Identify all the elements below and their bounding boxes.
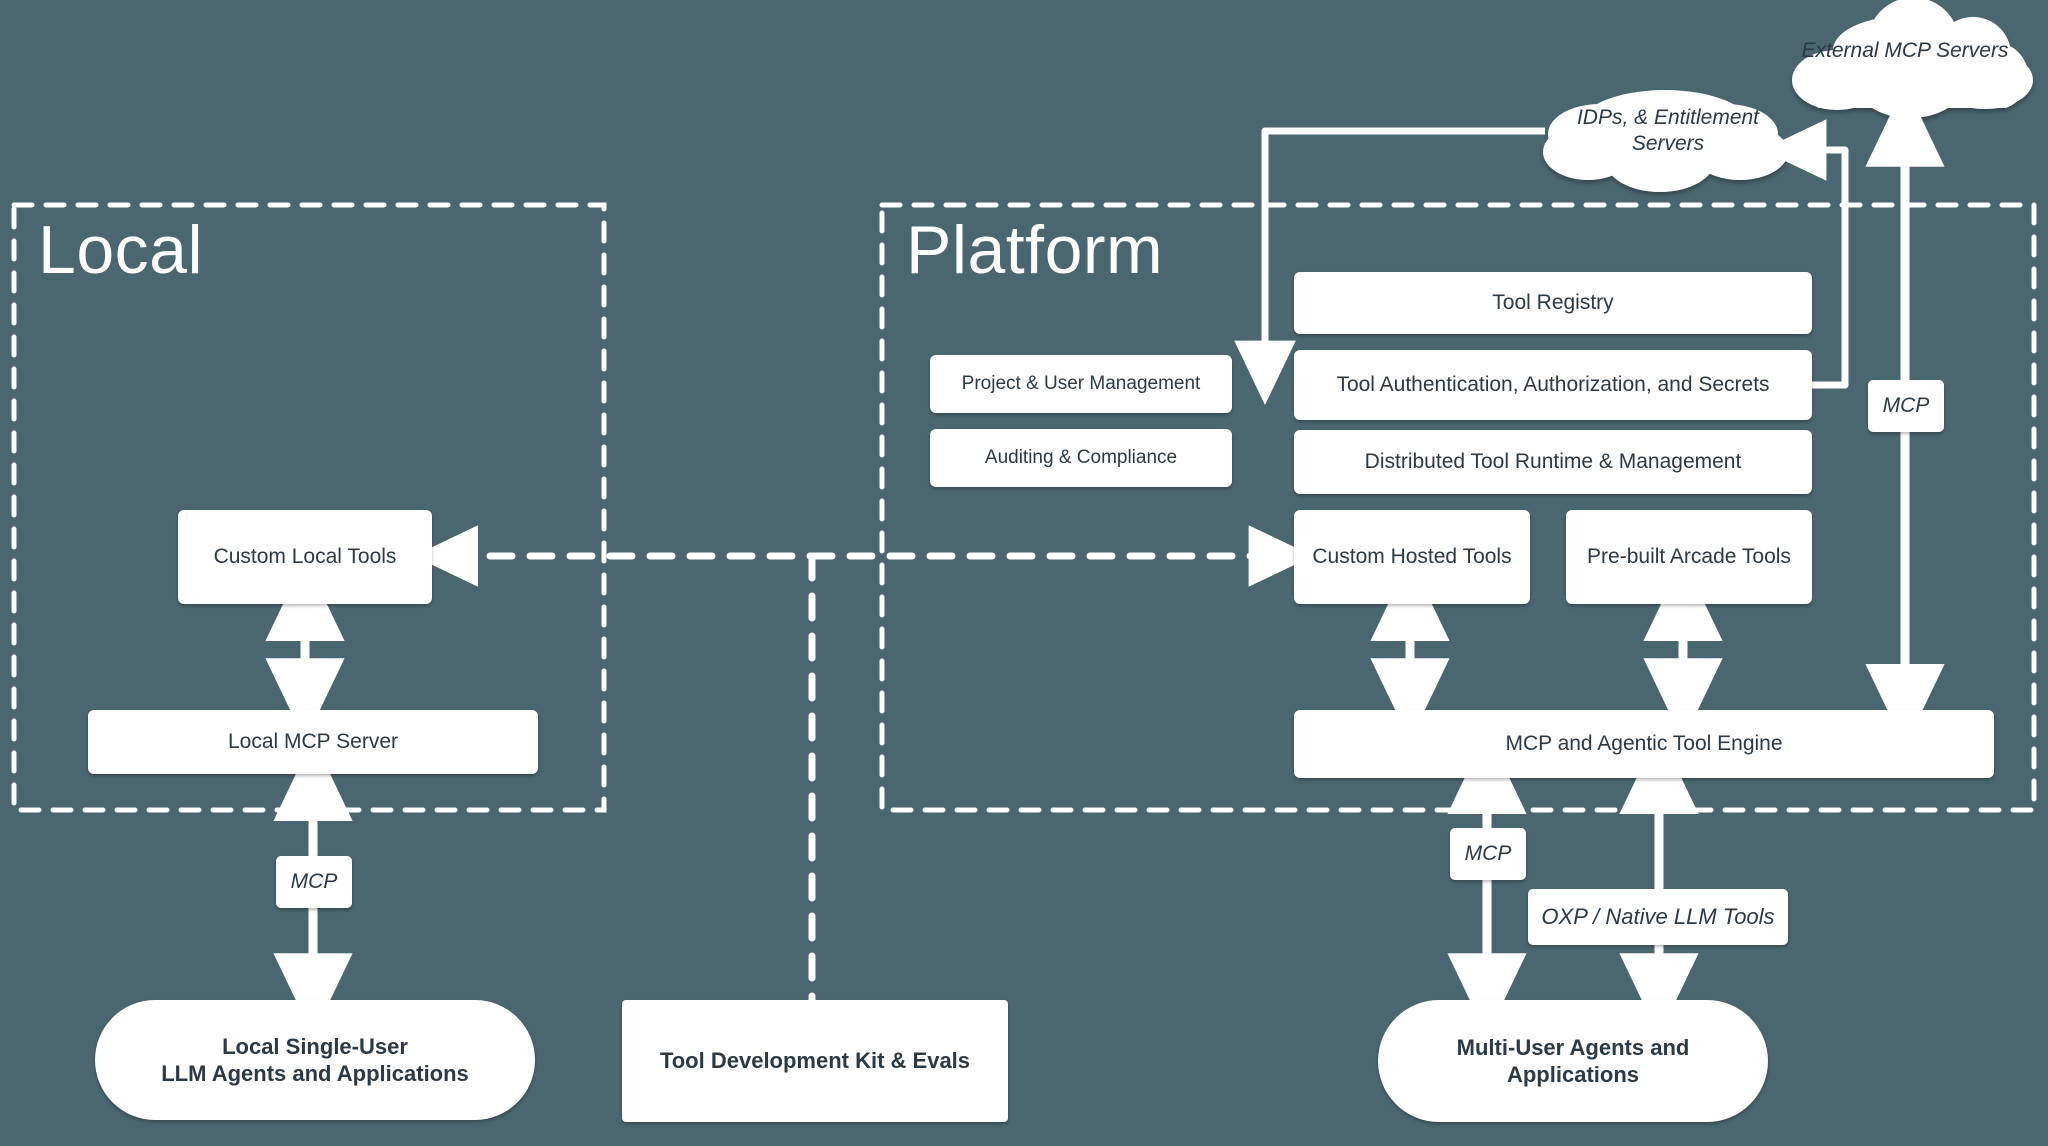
local-agents-line1: Local Single-User bbox=[222, 1033, 408, 1059]
idps-to-project-user-connector bbox=[1234, 127, 1545, 406]
idps-entitlement-servers-cloud bbox=[1543, 90, 1788, 192]
external-mcp-servers-cloud bbox=[1792, 0, 2033, 118]
distributed-tool-runtime-node[interactable]: Distributed Tool Runtime & Management bbox=[1294, 430, 1812, 494]
multi-user-agents-line2: Applications bbox=[1506, 1062, 1639, 1087]
custom-local-tools-node[interactable]: Custom Local Tools bbox=[178, 510, 432, 604]
custom-hosted-tools-node[interactable]: Custom Hosted Tools bbox=[1294, 510, 1530, 604]
project-user-management-node[interactable]: Project & User Management bbox=[930, 355, 1232, 413]
local-mcp-server-node[interactable]: Local MCP Server bbox=[88, 710, 538, 774]
mcp-tag-external-servers: MCP bbox=[1868, 380, 1944, 432]
tool-development-kit-node[interactable]: Tool Development Kit & Evals bbox=[622, 1000, 1008, 1122]
oxp-native-llm-tools-tag: OXP / Native LLM Tools bbox=[1528, 889, 1788, 945]
multi-user-agents-line1: Multi-User Agents and bbox=[1456, 1034, 1690, 1060]
mcp-agentic-tool-engine-node[interactable]: MCP and Agentic Tool Engine bbox=[1294, 710, 1994, 778]
mcp-tag-engine-to-agents: MCP bbox=[1450, 828, 1526, 880]
auditing-compliance-node[interactable]: Auditing & Compliance bbox=[930, 429, 1232, 487]
platform-zone-border bbox=[879, 202, 2037, 813]
mcp-tag-local: MCP bbox=[276, 856, 352, 908]
platform-zone-title: Platform bbox=[906, 212, 1164, 288]
toolauth-to-idps-connector bbox=[1761, 119, 1849, 389]
tool-authentication-node[interactable]: Tool Authentication, Authorization, and … bbox=[1294, 350, 1812, 420]
prebuilt-arcade-tools-node[interactable]: Pre-built Arcade Tools bbox=[1566, 510, 1812, 604]
multi-user-agents-node[interactable]: Multi-User Agents and Applications bbox=[1378, 1000, 1768, 1122]
tool-registry-node[interactable]: Tool Registry bbox=[1294, 272, 1812, 334]
local-zone-title: Local bbox=[38, 212, 204, 288]
local-agents-node[interactable]: Local Single-User LLM Agents and Applica… bbox=[95, 1000, 535, 1120]
local-agents-line2: LLM Agents and Applications bbox=[161, 1061, 469, 1086]
